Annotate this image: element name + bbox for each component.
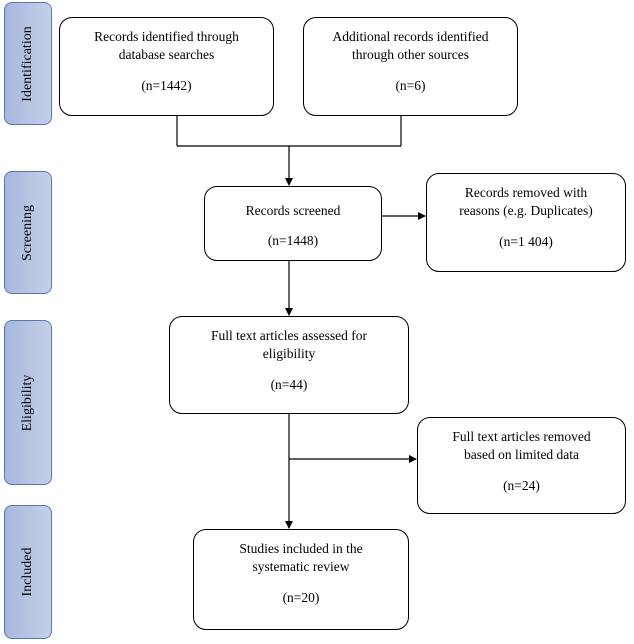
- records-identified-database-box: Records identified through database sear…: [59, 17, 274, 116]
- records-screened-box: Records screened (n=1448): [204, 186, 382, 261]
- phase-screening: Screening: [4, 171, 52, 294]
- records-removed-box: Records removed with reasons (e.g. Dupli…: [426, 173, 626, 272]
- box-count: (n=6): [395, 78, 426, 93]
- box-count: (n=20): [282, 590, 320, 605]
- box-count: (n=44): [270, 377, 308, 392]
- box-text-line: Studies included in the: [239, 541, 363, 556]
- additional-records-box: Additional records identified through ot…: [303, 17, 518, 116]
- box-text-line: systematic review: [252, 559, 350, 574]
- box-text-line: eligibility: [262, 346, 316, 361]
- box-text-line: Full text articles removed: [452, 429, 591, 444]
- box-text-line: through other sources: [352, 47, 469, 62]
- full-text-removed-box: Full text articles removed based on limi…: [417, 417, 626, 514]
- phase-identification: Identification: [4, 2, 52, 125]
- box-count: (n=1448): [267, 233, 319, 248]
- box-text-line: Records identified through: [94, 29, 239, 44]
- box-text-line: Full text articles assessed for: [211, 328, 367, 343]
- box-count: (n=1442): [141, 78, 192, 93]
- box-text-line: database searches: [118, 47, 215, 62]
- box-text-line: reasons (e.g. Duplicates): [459, 203, 593, 218]
- full-text-assessed-box: Full text articles assessed for eligibil…: [169, 316, 409, 414]
- box-text-line: Records screened: [245, 203, 341, 218]
- box-text-line: based on limited data: [463, 447, 580, 462]
- studies-included-box: Studies included in the systematic revie…: [193, 529, 409, 630]
- box-count: (n=1 404): [499, 234, 553, 249]
- box-count: (n=24): [503, 478, 540, 493]
- box-text-line: Additional records identified: [332, 29, 489, 44]
- phase-eligibility: Eligibility: [4, 320, 52, 485]
- phase-included: Included: [4, 505, 52, 639]
- box-text-line: Records removed with: [464, 185, 588, 200]
